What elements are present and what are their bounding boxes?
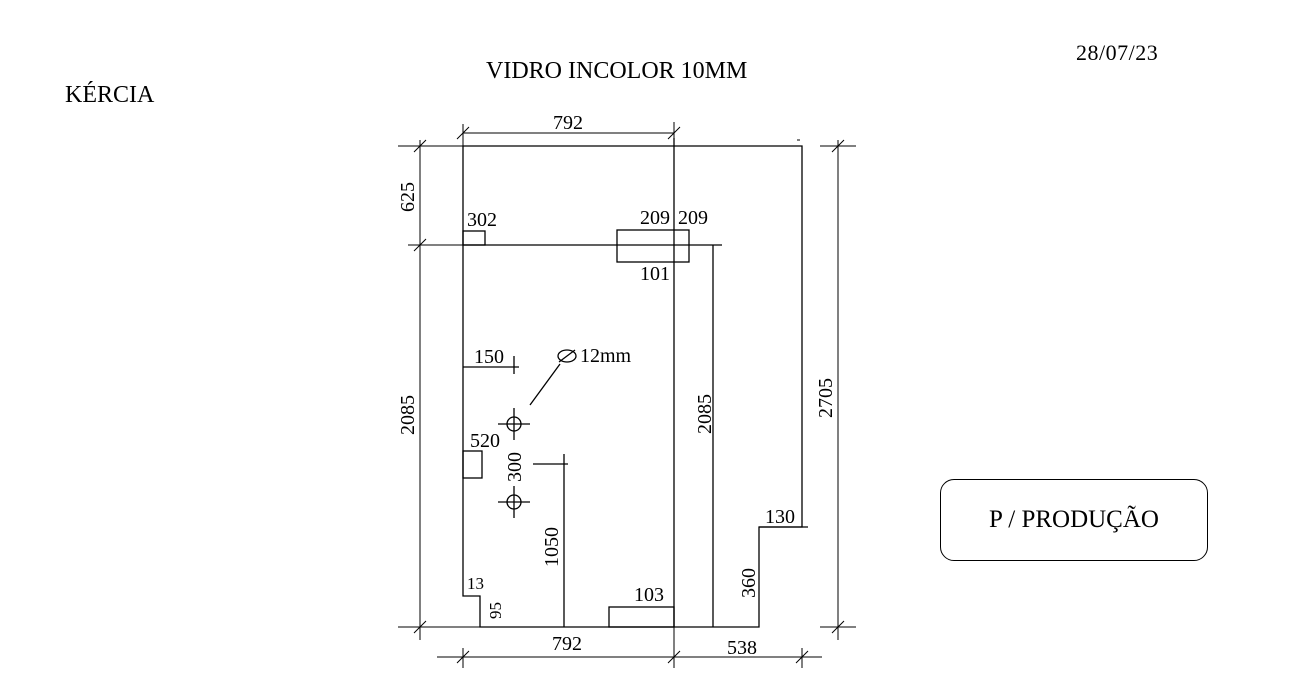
dim-text-hole-diameter: 12mm	[580, 345, 632, 367]
client-name: KÉRCIA	[65, 82, 155, 108]
dim-left-heights	[398, 139, 480, 640]
hole-diameter-callout	[529, 349, 577, 406]
side-notch	[462, 450, 483, 479]
drawing-date: 28/07/23	[1076, 40, 1159, 65]
drawing-title: VIDRO INCOLOR 10MM	[486, 58, 748, 84]
dim-text-bottom-left: 792	[552, 633, 582, 655]
dim-text-top-section: 625	[397, 182, 419, 212]
dim-text-hole-height: 1050	[541, 527, 563, 567]
dim-right-height	[820, 139, 856, 640]
dim-text-corner-notch-h: 95	[486, 602, 505, 619]
dim-text-bottom-notch: 103	[634, 584, 664, 606]
dim-text-hole-spacing: 300	[504, 452, 526, 482]
cutout-rectangle	[616, 229, 690, 263]
dim-text-top-width: 792	[553, 112, 583, 134]
dim-bottom-widths	[437, 627, 822, 668]
dim-text-cutout-right: 209	[678, 207, 708, 229]
hinge-notch	[462, 230, 486, 246]
dim-text-step-width: 130	[765, 506, 795, 528]
dim-text-hinge-offset: 302	[467, 209, 497, 231]
bottom-notch	[608, 606, 675, 628]
dim-text-step-height: 360	[738, 568, 760, 598]
glass-outline	[462, 145, 803, 628]
dim-text-left-height: 2085	[397, 395, 419, 435]
dim-text-total-height: 2705	[815, 378, 837, 418]
dim-text-inner-height: 2085	[694, 394, 716, 434]
dim-top-width	[456, 122, 800, 146]
production-label: P / PRODUÇÃO	[989, 506, 1159, 533]
dim-text-bottom-right: 538	[727, 637, 757, 659]
hole-marker-upper	[498, 408, 530, 440]
production-badge: P / PRODUÇÃO	[940, 479, 1208, 561]
dim-text-cutout-left: 209	[640, 207, 670, 229]
dim-text-corner-notch-w: 13	[467, 574, 484, 593]
hole-offset-marker	[463, 356, 519, 374]
dim-text-cutout-height: 101	[640, 263, 670, 285]
hole-height-marker	[533, 454, 568, 627]
dim-text-notch-top: 520	[470, 430, 500, 452]
dim-text-hole-offset: 150	[474, 346, 504, 368]
hole-marker-lower	[498, 486, 530, 518]
